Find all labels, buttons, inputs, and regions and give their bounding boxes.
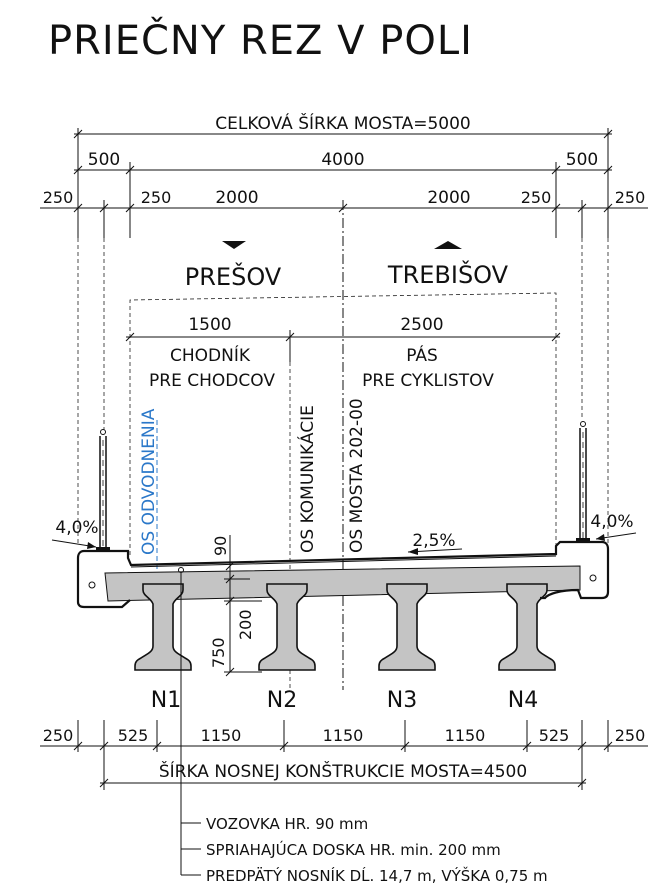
note-slab: SPRIAHAJÚCA DOSKA HR. min. 200 mm <box>206 840 501 859</box>
dim-left-250-outer: 250 <box>43 188 74 207</box>
beam-height-label: 750 <box>209 637 228 668</box>
drawing-title: PRIEČNY REZ V POLI <box>48 16 473 64</box>
walkway-label-line2: PRE CHODCOV <box>149 371 275 391</box>
bridge-axis-label: OS MOSTA 202-00 <box>347 398 367 553</box>
dim-left-2000: 2000 <box>215 188 258 208</box>
note-paving: VOZOVKA HR. 90 mm <box>206 815 368 833</box>
slope-deck-label: 2,5% <box>412 531 455 551</box>
top-dimensions <box>40 128 648 545</box>
slope-right-label: 4,0% <box>590 512 633 532</box>
beam-label-n1: N1 <box>151 688 181 713</box>
cycle-label-line1: PÁS <box>406 344 438 366</box>
dim-right-500: 500 <box>566 150 598 170</box>
clearance-outline <box>129 292 557 555</box>
slope-left-label: 4,0% <box>55 518 98 538</box>
bridge-structure <box>76 421 610 671</box>
structure-width-label: ŠÍRKA NOSNEJ KONŠTRUKCIE MOSTA=4500 <box>159 760 527 782</box>
slope-arrows <box>51 532 637 555</box>
lane-dimensions <box>125 330 561 362</box>
beam-label-n3: N3 <box>387 688 417 713</box>
beam-label-n4: N4 <box>508 688 538 713</box>
direction-up-icon <box>434 241 462 249</box>
direction-left-label: PREŠOV <box>185 261 282 291</box>
cycle-label-line2: PRE CYKLISTOV <box>362 371 494 391</box>
cycle-width-label: 2500 <box>400 315 443 335</box>
beam-label-n2: N2 <box>267 688 297 713</box>
note-beam: PREDPÄTÝ NOSNÍK DĹ. 14,7 m, VÝŠKA 0,75 m <box>206 866 548 885</box>
paving-thickness-label: 90 <box>211 536 230 556</box>
bottom-dim-250-right: 250 <box>615 726 646 745</box>
notes-leader <box>180 573 201 876</box>
communication-axis-label: OS KOMUNIKÁCIE <box>296 405 318 553</box>
walkway-width-label: 1500 <box>188 315 231 335</box>
bottom-dim-1150-b: 1150 <box>323 726 364 745</box>
slab-thickness-label: 200 <box>236 609 255 640</box>
dim-center-4000: 4000 <box>321 150 364 170</box>
dim-left-500: 500 <box>88 150 120 170</box>
thickness-dimensions <box>224 535 262 677</box>
walkway-label-line1: CHODNÍK <box>170 344 251 366</box>
bottom-dim-525-right: 525 <box>539 726 570 745</box>
bottom-dim-250-left: 250 <box>43 726 74 745</box>
bottom-dim-1150-a: 1150 <box>201 726 242 745</box>
direction-down-icon <box>222 241 246 249</box>
bottom-dim-1150-c: 1150 <box>445 726 486 745</box>
direction-right-label: TREBIŠOV <box>387 259 509 289</box>
bottom-dim-525-left: 525 <box>118 726 149 745</box>
dim-right-2000: 2000 <box>427 188 470 208</box>
dim-right-250-outer: 250 <box>615 188 646 207</box>
dim-left-250-inner: 250 <box>141 188 172 207</box>
dim-right-250-inner: 250 <box>521 188 552 207</box>
total-width-label: CELKOVÁ ŠÍRKA MOSTA=5000 <box>215 112 471 134</box>
drainage-axis-label: OS ODVODNENIA <box>139 408 159 555</box>
